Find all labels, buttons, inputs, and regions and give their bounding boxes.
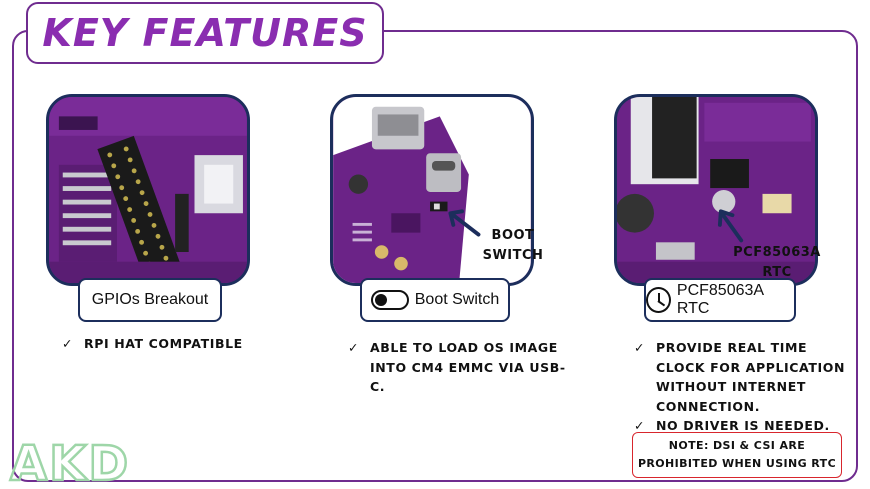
rtc-callout-line1: PCF85063A xyxy=(733,245,821,260)
gpio-feature-list: ✓ RPI HAT COMPATIBLE xyxy=(62,334,302,354)
checkmark-icon: ✓ xyxy=(634,340,646,355)
rtc-feature-list: ✓ PROVIDE REAL TIME CLOCK FOR APPLICATIO… xyxy=(634,338,854,436)
boot-switch-label-text: Boot Switch xyxy=(414,291,500,308)
rtc-board-illustration xyxy=(617,97,815,283)
rtc-note: NOTE: DSI & CSI ARE PROHIBITED WHEN USIN… xyxy=(632,432,842,478)
rtc-label-text: PCF85063A RTC xyxy=(676,282,764,317)
gpio-label-text: GPIOs Breakout xyxy=(91,291,209,308)
note-line2: PROHIBITED WHEN USING RTC xyxy=(637,457,837,470)
boot-callout-line2: SWITCH xyxy=(482,248,544,263)
akd-logo: AKD xyxy=(9,435,130,488)
rtc-label: PCF85063A RTC xyxy=(644,278,796,322)
boot-feature-list: ✓ ABLE TO LOAD OS IMAGE INTO CM4 EMMC VI… xyxy=(348,338,568,397)
title-tab: KEY FEATURES xyxy=(26,2,384,64)
boot-board-illustration xyxy=(333,97,531,283)
page-title: KEY FEATURES xyxy=(42,11,368,55)
gpio-label: GPIOs Breakout xyxy=(78,278,222,322)
rtc-photo xyxy=(614,94,818,286)
note-line1: NOTE: DSI & CSI ARE xyxy=(668,439,806,452)
boot-switch-photo xyxy=(330,94,534,286)
list-item: ✓ ABLE TO LOAD OS IMAGE INTO CM4 EMMC VI… xyxy=(348,338,568,397)
boot-callout-line1: BOOT xyxy=(491,228,535,243)
logo-text: AKD xyxy=(10,436,130,488)
gpio-board-illustration xyxy=(49,97,247,283)
gpio-photo xyxy=(46,94,250,286)
checkmark-icon: ✓ xyxy=(348,340,360,355)
toggle-switch-icon xyxy=(370,290,409,310)
rtc-callout: PCF85063A RTC xyxy=(732,243,822,283)
list-item: ✓ RPI HAT COMPATIBLE xyxy=(62,334,302,354)
rtc-callout-line2: RTC xyxy=(762,265,792,280)
clock-icon xyxy=(646,287,671,313)
checkmark-icon: ✓ xyxy=(62,336,74,351)
checkmark-icon: ✓ xyxy=(634,418,646,433)
boot-switch-label: Boot Switch xyxy=(360,278,510,322)
list-item: ✓ NO DRIVER IS NEEDED. xyxy=(634,416,854,436)
boot-switch-callout: BOOT SWITCH xyxy=(478,226,548,266)
list-item: ✓ PROVIDE REAL TIME CLOCK FOR APPLICATIO… xyxy=(634,338,854,416)
